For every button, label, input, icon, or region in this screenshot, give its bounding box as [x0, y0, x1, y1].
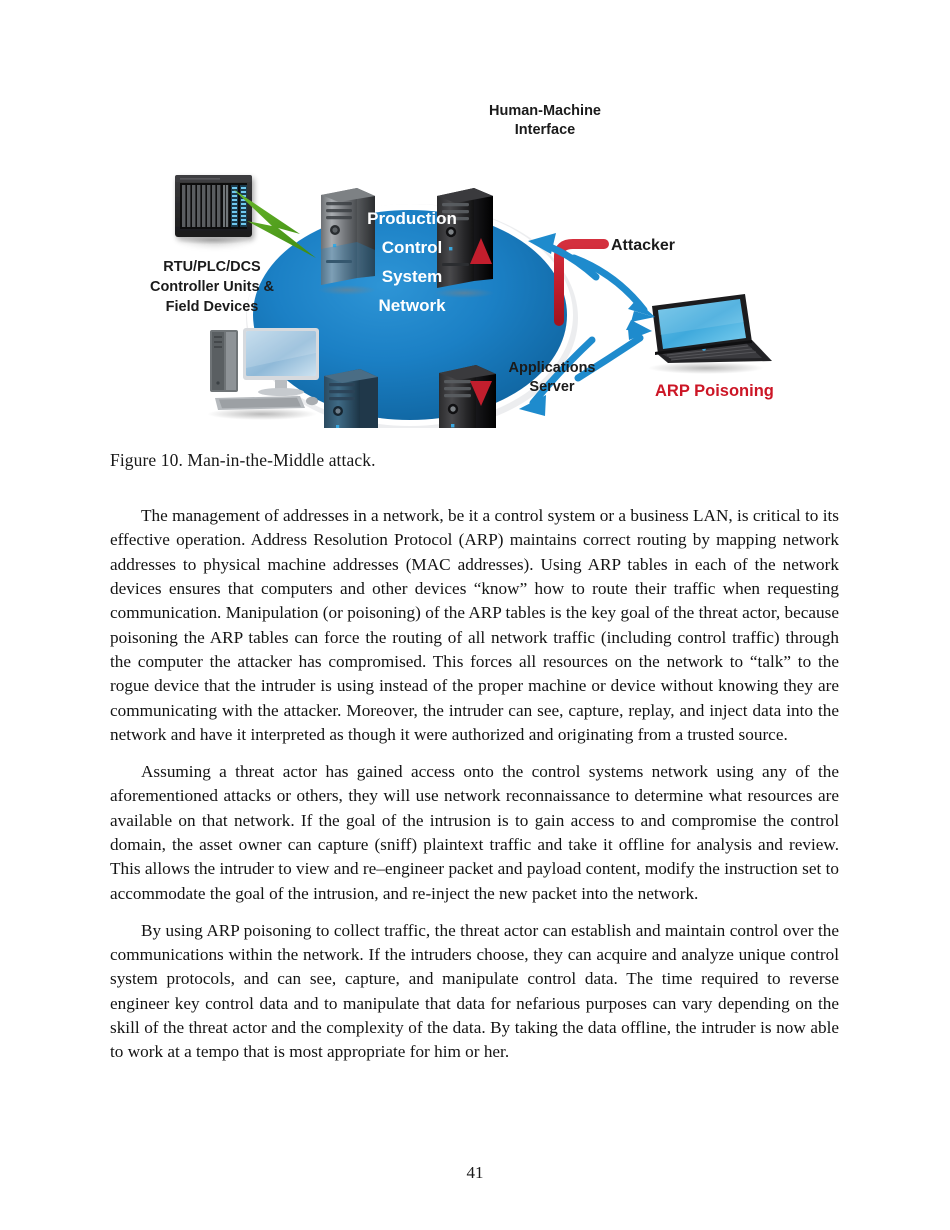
- label-network-line3: System: [382, 267, 442, 286]
- label-arp-poisoning: ARP Poisoning: [655, 382, 774, 400]
- paragraph-2: Assuming a threat actor has gained acces…: [110, 761, 839, 903]
- paragraph-1: The management of addresses in a network…: [110, 506, 839, 745]
- figure-10-man-in-the-middle-diagram: RTU/PLC/DCS Controller Units & Field Dev…: [0, 78, 950, 428]
- label-applications-server-line2: Server: [529, 379, 575, 395]
- label-applications-server-line1: Applications: [508, 360, 595, 376]
- wireless-link-lightning-icon: [233, 189, 316, 258]
- label-hmi-line1: Human-Machine: [489, 103, 601, 119]
- label-hmi-line2: Interface: [515, 122, 575, 138]
- figure-caption: Figure 10. Man-in-the-Middle attack.: [110, 450, 376, 470]
- label-network-line1: Production: [367, 209, 457, 228]
- diagram-labels: RTU/PLC/DCS Controller Units & Field Dev…: [150, 103, 774, 400]
- label-rtu-line1: RTU/PLC/DCS: [163, 259, 261, 275]
- label-network-line4: Network: [378, 296, 446, 315]
- attacker-red-path: [470, 238, 609, 406]
- server-top-left-icon: [318, 188, 376, 295]
- label-rtu-line2: Controller Units &: [150, 279, 275, 295]
- server-applications-icon: [439, 365, 496, 428]
- page-number: 41: [466, 1163, 484, 1182]
- body-text: The management of addresses in a network…: [110, 504, 839, 1065]
- blue-traffic-arrowheads: [519, 233, 655, 416]
- server-bottom-left-icon: [324, 369, 378, 428]
- attacker-laptop-icon: [648, 294, 772, 374]
- workstation-icon: [207, 328, 319, 420]
- label-attacker: Attacker: [611, 237, 675, 254]
- label-network-line2: Control: [382, 238, 442, 257]
- rtu-plc-dcs-rack-icon: [175, 175, 252, 245]
- label-rtu-line3: Field Devices: [166, 299, 259, 315]
- paragraph-3: By using ARP poisoning to collect traffi…: [110, 920, 839, 1062]
